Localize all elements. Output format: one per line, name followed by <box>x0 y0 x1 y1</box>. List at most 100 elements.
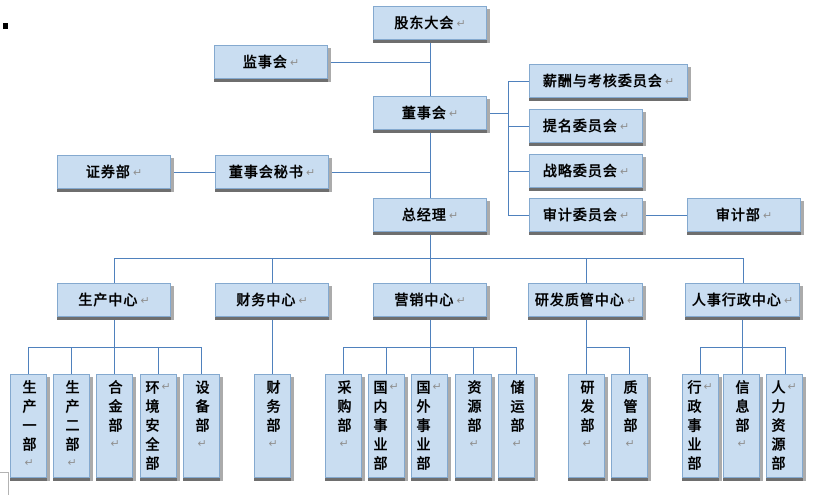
connector-gm-trunk <box>430 232 431 258</box>
node-nomination-committee[interactable]: 提名委员会↵ <box>529 109 643 143</box>
paragraph-mark: ↵ <box>266 437 280 450</box>
connector-drop-storage-dept <box>516 347 517 374</box>
node-finance-center[interactable]: 财务中心↵ <box>215 283 329 317</box>
connector-marketing-center-down <box>430 317 431 374</box>
node-shareholders-meeting[interactable]: 股东大会↵ <box>373 6 487 40</box>
paragraph-mark: ↵ <box>456 16 466 30</box>
node-label: 质管部↵ <box>621 380 638 450</box>
node-label: 财务部↵ <box>264 380 281 450</box>
connector-drop-hr-dept <box>785 347 786 374</box>
connector-supervisory-board <box>328 62 430 63</box>
paragraph-mark: ↵ <box>701 380 715 393</box>
node-label: 生产一部↵ <box>20 380 37 469</box>
connector-drop-rd-center <box>586 258 587 283</box>
node-supervisory-board[interactable]: 监事会↵ <box>214 45 328 79</box>
connector-stub-nomination <box>508 126 529 127</box>
node-board-of-directors[interactable]: 董事会↵ <box>373 96 487 130</box>
paragraph-mark: ↵ <box>387 380 401 393</box>
node-admin-business-dept[interactable]: 行政事业部↵ <box>682 374 719 478</box>
paragraph-mark: ↵ <box>510 437 524 450</box>
connector-secretary-trunk <box>329 172 430 173</box>
node-finance-dept[interactable]: 财务部↵ <box>254 374 291 478</box>
node-label: 合金部↵ <box>106 380 123 450</box>
paragraph-mark: ↵ <box>467 437 481 450</box>
node-securities-dept[interactable]: 证券部↵ <box>57 155 171 189</box>
node-audit-dept[interactable]: 审计部↵ <box>687 198 801 232</box>
node-equipment-dept[interactable]: 设备部↵ <box>183 374 220 478</box>
node-label: 生产二部↵ <box>63 380 80 469</box>
paragraph-mark: ↵ <box>140 293 150 307</box>
connector-board-gm <box>430 130 431 198</box>
connector-board-committees <box>487 113 508 114</box>
node-remuneration-committee[interactable]: 薪酬与考核委员会↵ <box>529 64 688 98</box>
node-overseas-business-dept[interactable]: 国外事业部↵ <box>411 374 448 478</box>
connector-drop-finance-center <box>272 258 273 283</box>
node-label: 资源部↵ <box>465 380 482 450</box>
node-marketing-center[interactable]: 营销中心↵ <box>373 283 487 317</box>
node-label: 采购部↵ <box>335 380 352 450</box>
node-information-dept[interactable]: 信息部↵ <box>723 374 760 478</box>
node-label: 财务中心 <box>236 293 297 309</box>
connector-drop-equipment-dept <box>201 347 202 374</box>
paragraph-mark: ↵ <box>783 293 794 307</box>
node-production-center[interactable]: 生产中心↵ <box>57 283 171 317</box>
connector-finance-center-dept <box>272 317 273 374</box>
node-label: 人力资源部↵ <box>769 380 799 475</box>
node-resources-dept[interactable]: 资源部↵ <box>455 374 492 478</box>
node-label: 研发质管中心 <box>534 293 625 309</box>
connector-drop-production-dept-1 <box>28 347 29 374</box>
connector-drop-marketing-center <box>430 258 431 283</box>
paragraph-mark: ↵ <box>289 55 300 69</box>
node-env-safety-dept[interactable]: 环境安全部↵ <box>140 374 177 478</box>
page-corner-line-vertical <box>8 472 9 495</box>
node-label: 董事会秘书 <box>228 165 304 181</box>
paragraph-mark: ↵ <box>430 380 444 393</box>
node-label: 提名委员会 <box>542 119 618 135</box>
node-qc-dept[interactable]: 质管部↵ <box>611 374 648 478</box>
connector-stub-strategy <box>508 171 529 172</box>
node-rd-qc-center[interactable]: 研发质管中心↵ <box>528 283 643 317</box>
node-domestic-business-dept[interactable]: 国内事业部↵ <box>368 374 405 478</box>
connector-rd-center-down <box>586 317 587 374</box>
paragraph-mark: ↵ <box>337 437 351 450</box>
node-label: 人事行政中心 <box>691 293 782 309</box>
connector-rd-subtrunk <box>586 347 629 348</box>
node-human-resources-dept[interactable]: 人力资源部↵ <box>766 374 803 478</box>
node-purchasing-dept[interactable]: 采购部↵ <box>325 374 362 478</box>
node-label: 战略委员会 <box>542 164 618 180</box>
connector-drop-admin-dept <box>700 347 701 374</box>
paragraph-mark: ↵ <box>762 208 773 222</box>
node-label: 国外事业部↵ <box>414 380 444 475</box>
node-hr-admin-center[interactable]: 人事行政中心↵ <box>685 283 800 317</box>
node-label: 设备部↵ <box>193 380 210 450</box>
object-anchor-marker <box>3 23 8 29</box>
node-general-manager[interactable]: 总经理↵ <box>373 198 487 232</box>
node-label: 总经理 <box>401 208 447 224</box>
node-label: 信息部↵ <box>733 380 750 450</box>
node-label: 股东大会 <box>394 16 455 32</box>
node-storage-transport-dept[interactable]: 储运部↵ <box>498 374 535 478</box>
connector-production-center-down <box>114 317 115 374</box>
connector-marketing-subtrunk <box>343 347 516 348</box>
paragraph-mark: ↵ <box>623 437 637 450</box>
page-corner-line-horizontal <box>0 472 9 473</box>
paragraph-mark: ↵ <box>619 164 630 178</box>
paragraph-mark: ↵ <box>785 380 799 393</box>
paragraph-mark: ↵ <box>664 74 675 88</box>
node-label: 行政事业部↵ <box>685 380 715 475</box>
node-production-dept-2[interactable]: 生产二部↵ <box>53 374 90 478</box>
node-label: 营销中心 <box>394 293 455 309</box>
node-label: 监事会 <box>242 55 288 71</box>
paragraph-mark: ↵ <box>22 456 36 469</box>
node-board-secretary[interactable]: 董事会秘书↵ <box>215 155 329 189</box>
node-strategy-committee[interactable]: 战略委员会↵ <box>529 154 643 188</box>
node-alloy-dept[interactable]: 合金部↵ <box>96 374 133 478</box>
connector-committee-trunk <box>508 81 509 215</box>
node-production-dept-1[interactable]: 生产一部↵ <box>10 374 47 478</box>
connector-securities-secretary <box>171 172 215 173</box>
paragraph-mark: ↵ <box>65 456 79 469</box>
node-rd-dept[interactable]: 研发部↵ <box>568 374 605 478</box>
connector-production-subtrunk <box>28 347 201 348</box>
connector-drop-domestic-dept <box>386 347 387 374</box>
node-audit-committee[interactable]: 审计委员会↵ <box>529 198 643 232</box>
